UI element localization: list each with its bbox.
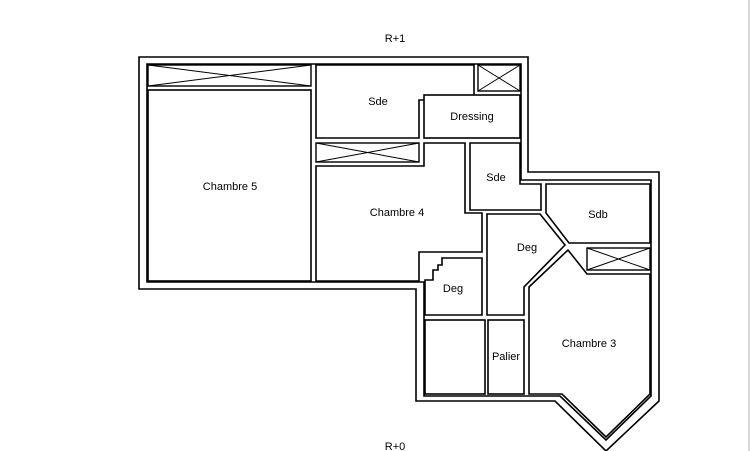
room-stairs xyxy=(424,319,486,395)
window-edge xyxy=(748,0,750,451)
room-label-dressing: Dressing xyxy=(450,111,493,123)
room-label-chambre-3: Chambre 3 xyxy=(562,338,616,350)
room-label-sde-middle: Sde xyxy=(486,172,506,184)
room-label-sdb: Sdb xyxy=(588,209,608,221)
level-label-bottom: R+0 xyxy=(385,441,406,451)
room-palier xyxy=(487,319,525,395)
outer-wall-inner xyxy=(146,63,652,442)
level-label-top: R+1 xyxy=(385,33,406,45)
void-right xyxy=(586,247,651,271)
room-deg-left xyxy=(424,257,483,316)
room-sde-middle xyxy=(469,142,542,211)
room-label-deg-right: Deg xyxy=(517,242,537,254)
room-chambre-4 xyxy=(315,142,483,282)
room-chambre-3 xyxy=(528,248,651,439)
room-label-chambre-5: Chambre 5 xyxy=(203,181,257,193)
void-top-right xyxy=(477,64,521,92)
void-middle xyxy=(315,142,420,163)
void-top-left xyxy=(147,64,312,87)
room-label-deg-left: Deg xyxy=(443,283,463,295)
room-label-chambre-4: Chambre 4 xyxy=(370,207,424,219)
room-chambre-5 xyxy=(147,89,312,282)
room-sde-top xyxy=(315,64,475,139)
room-sdb xyxy=(545,183,651,244)
outer-wall-outer xyxy=(138,56,660,451)
room-label-sde-top: Sde xyxy=(368,96,388,108)
room-dressing xyxy=(423,94,521,139)
room-deg-right xyxy=(486,213,567,316)
room-label-palier: Palier xyxy=(492,351,520,363)
